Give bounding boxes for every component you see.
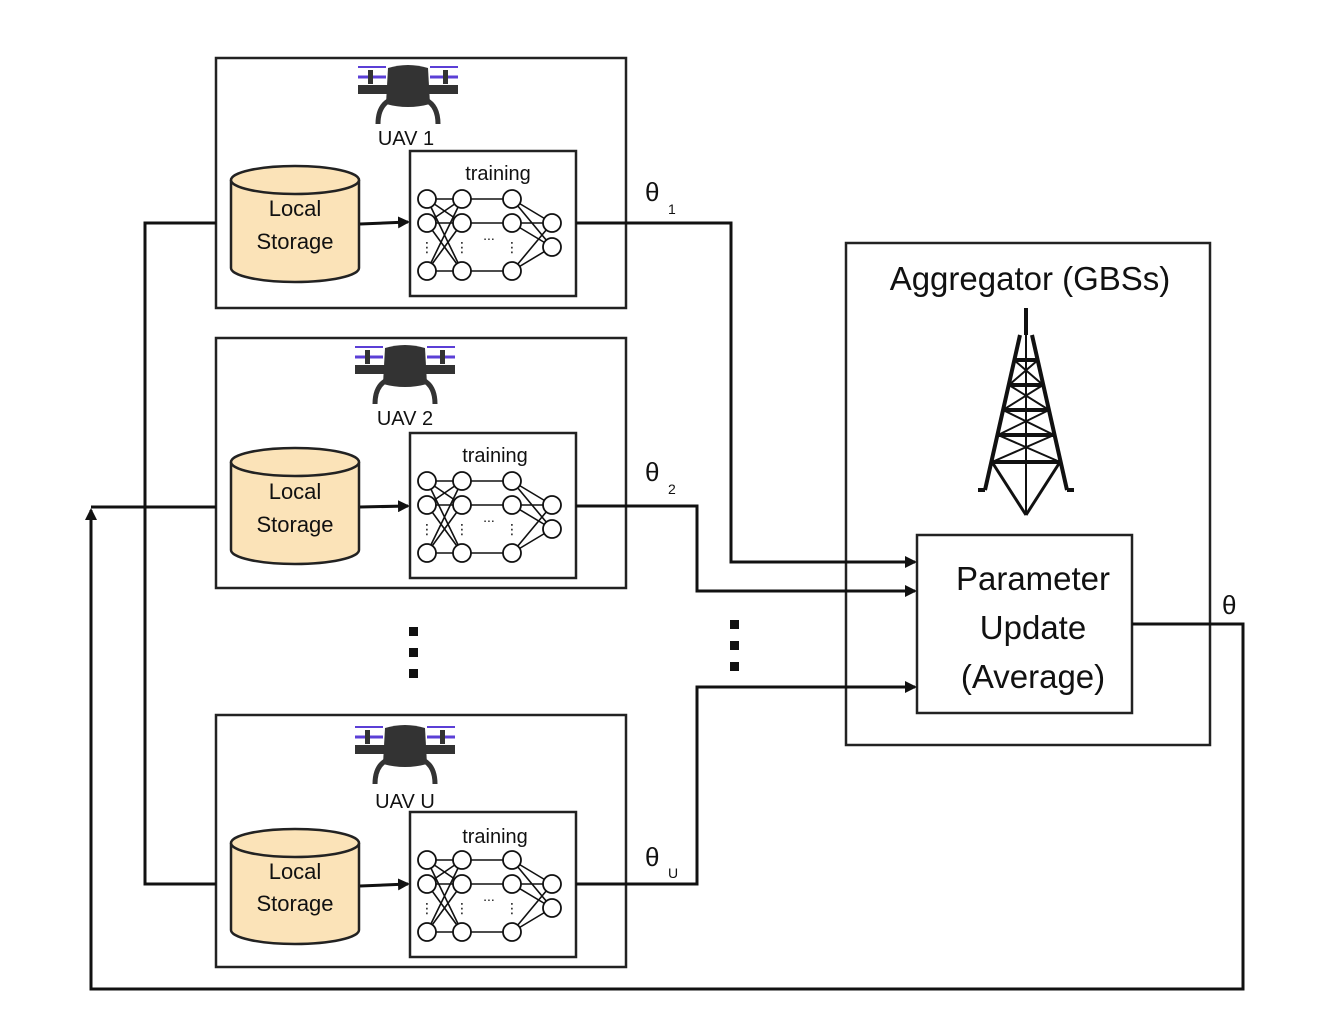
param-subscript: 1: [668, 201, 676, 217]
svg-text:⋮: ⋮: [505, 900, 519, 916]
parameter-update-box: [915, 533, 1134, 715]
uav-label: UAV 2: [377, 408, 433, 430]
neural-network-icon: ⋮ ⋮ ⋮: [417, 471, 562, 563]
training-label: training: [462, 826, 528, 848]
uav-panel-u: UAV U Local Storage training ⋮ ⋮ ⋮ ... θ: [214, 713, 678, 969]
uav-label: UAV U: [375, 791, 435, 813]
global-feedback-wire: [85, 508, 1245, 991]
layer-ellipsis: ...: [483, 888, 495, 904]
svg-text:⋮: ⋮: [455, 900, 469, 916]
storage-label-line1: Local: [269, 196, 322, 221]
param-subscript: U: [668, 865, 678, 881]
more-params-ellipsis: [730, 620, 739, 671]
svg-text:⋮: ⋮: [420, 521, 434, 537]
drone-icon: [355, 725, 455, 785]
svg-text:⋮: ⋮: [420, 239, 434, 255]
aggregator-title: Aggregator (GBSs): [890, 260, 1171, 297]
svg-text:⋮: ⋮: [420, 900, 434, 916]
storage-label-line2: Storage: [256, 512, 333, 537]
training-label: training: [462, 445, 528, 467]
svg-text:⋮: ⋮: [505, 521, 519, 537]
svg-text:⋮: ⋮: [505, 239, 519, 255]
update-label-line1: Parameter: [956, 560, 1110, 597]
connections: [85, 221, 1245, 991]
storage-label-line2: Storage: [256, 229, 333, 254]
theta-1-wire: [576, 221, 917, 568]
drone-icon: [355, 345, 455, 405]
neural-network-icon: ⋮ ⋮ ⋮: [417, 850, 562, 942]
drone-icon: [358, 65, 458, 125]
svg-text:⋮: ⋮: [455, 239, 469, 255]
uav-panel-2: UAV 2 Local Storage training ⋮ ⋮ ⋮ ... θ: [214, 336, 676, 590]
distribution-bus: [143, 221, 216, 886]
database-icon: [229, 827, 361, 946]
svg-text:⋮: ⋮: [455, 521, 469, 537]
layer-ellipsis: ...: [483, 509, 495, 525]
param-symbol: θ: [645, 457, 659, 487]
layer-ellipsis: ...: [483, 227, 495, 243]
param-subscript: 2: [668, 481, 676, 497]
update-label-line3: (Average): [961, 658, 1105, 695]
more-uavs-ellipsis: [409, 627, 418, 678]
global-param-symbol: θ: [1222, 590, 1236, 620]
storage-label-line1: Local: [269, 479, 322, 504]
database-icon: [229, 446, 361, 566]
training-label: training: [465, 163, 531, 185]
aggregator-panel: Aggregator (GBSs) Parameter Up: [844, 241, 1236, 747]
neural-network-icon: ⋮ ⋮ ⋮: [417, 189, 562, 281]
storage-to-training-arrow: [359, 878, 410, 891]
update-label-line2: Update: [980, 609, 1086, 646]
theta-u-wire: [576, 681, 917, 886]
uav-panel-1: UAV 1 Local Storage training ⋮ ⋮ ⋮ ... θ: [214, 56, 676, 310]
param-symbol: θ: [645, 842, 659, 872]
storage-to-training-arrow: [359, 216, 410, 229]
database-icon: [229, 164, 361, 284]
storage-to-training-arrow: [359, 500, 410, 513]
param-symbol: θ: [645, 177, 659, 207]
storage-label-line2: Storage: [256, 891, 333, 916]
theta-2-wire: [576, 504, 917, 597]
tower-icon: [978, 308, 1074, 516]
uav-label: UAV 1: [378, 128, 434, 150]
storage-label-line1: Local: [269, 859, 322, 884]
